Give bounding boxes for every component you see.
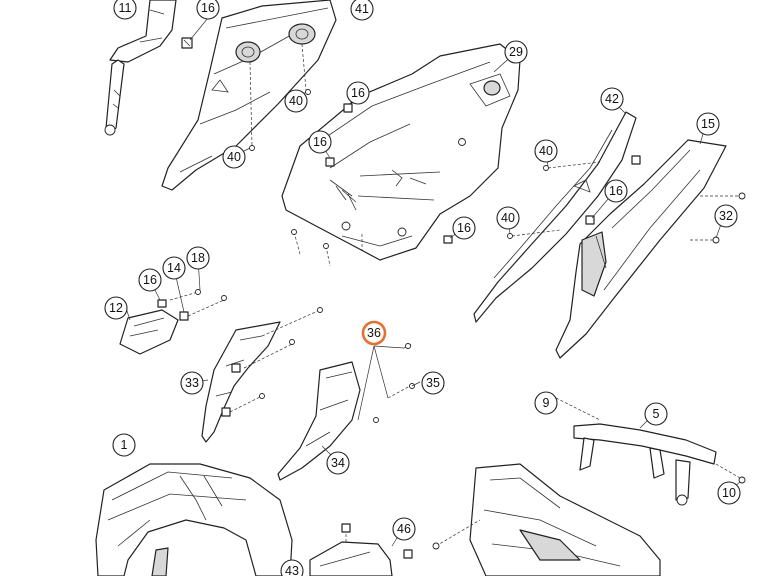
callout-33: 33	[180, 371, 204, 395]
svg-text:16: 16	[143, 273, 157, 287]
callout-46: 46	[392, 517, 416, 541]
callout-12: 12	[104, 296, 128, 320]
air-duct-part	[469, 463, 661, 576]
part-42-rear-side-panel	[473, 111, 641, 323]
svg-text:32: 32	[719, 209, 733, 223]
callout-40: 40	[222, 145, 246, 169]
svg-text:11: 11	[119, 1, 132, 15]
svg-text:33: 33	[185, 376, 199, 390]
svg-text:34: 34	[331, 456, 345, 470]
clip-16-a	[181, 37, 193, 49]
clip-16-b	[157, 299, 167, 308]
part-33-front-side-panel	[201, 321, 281, 443]
svg-text:16: 16	[609, 184, 623, 198]
part-41-side-cover	[161, 0, 337, 191]
part-43-bracket	[309, 541, 393, 576]
callout-41: 41	[350, 0, 374, 21]
part-1-front-fender	[95, 463, 293, 576]
callout-16: 16	[138, 268, 162, 292]
part-5-grab-handle	[573, 423, 717, 506]
svg-text:36: 36	[367, 326, 381, 340]
svg-text:43: 43	[285, 564, 299, 576]
part-11-bracket	[104, 0, 177, 136]
svg-text:35: 35	[426, 376, 440, 390]
nut-46	[341, 523, 351, 533]
callout-5: 5	[644, 402, 668, 426]
svg-text:18: 18	[191, 251, 205, 265]
svg-text:16: 16	[457, 221, 471, 235]
part-29-rear-subframe	[281, 43, 521, 261]
callout-29: 29	[504, 40, 528, 64]
svg-text:29: 29	[509, 45, 523, 59]
svg-text:15: 15	[701, 117, 715, 131]
part-34-spoiler	[277, 361, 361, 481]
svg-text:14: 14	[167, 261, 181, 275]
callout-34: 34	[326, 451, 350, 475]
callout-43: 43	[280, 559, 304, 576]
svg-text:16: 16	[313, 135, 327, 149]
callout-18: 18	[186, 246, 210, 270]
callout-14: 14	[162, 256, 186, 280]
svg-text:40: 40	[539, 144, 553, 158]
callout-9: 9	[534, 391, 558, 415]
svg-text:9: 9	[543, 396, 550, 410]
callout-11: 11	[113, 0, 137, 20]
callout-16: 16	[604, 179, 628, 203]
nut-14	[179, 311, 189, 321]
part-15-tail-cover	[555, 139, 727, 359]
callout-15: 15	[696, 112, 720, 136]
callout-35: 35	[421, 371, 445, 395]
part-12-small-cover	[119, 309, 179, 355]
callout-40: 40	[496, 206, 520, 230]
callout-42: 42	[600, 87, 624, 111]
callout-32: 32	[714, 204, 738, 228]
callout-16: 16	[308, 130, 332, 154]
callout-36-highlighted[interactable]: 36	[361, 320, 387, 346]
svg-text:42: 42	[605, 92, 619, 106]
svg-text:10: 10	[722, 486, 736, 500]
callout-1: 1	[112, 433, 136, 457]
callout-10: 10	[717, 481, 741, 505]
svg-text:16: 16	[201, 1, 215, 15]
svg-text:16: 16	[351, 86, 365, 100]
svg-text:12: 12	[109, 301, 123, 315]
callout-16: 16	[346, 81, 370, 105]
callout-16: 16	[452, 216, 476, 240]
svg-text:40: 40	[501, 211, 515, 225]
callout-40: 40	[284, 89, 308, 113]
svg-text:5: 5	[653, 407, 660, 421]
svg-text:46: 46	[397, 522, 411, 536]
svg-text:40: 40	[289, 94, 303, 108]
svg-text:1: 1	[121, 438, 128, 452]
callout-40: 40	[534, 139, 558, 163]
svg-text:41: 41	[355, 2, 369, 16]
svg-text:40: 40	[227, 150, 241, 164]
callout-16: 16	[196, 0, 220, 20]
